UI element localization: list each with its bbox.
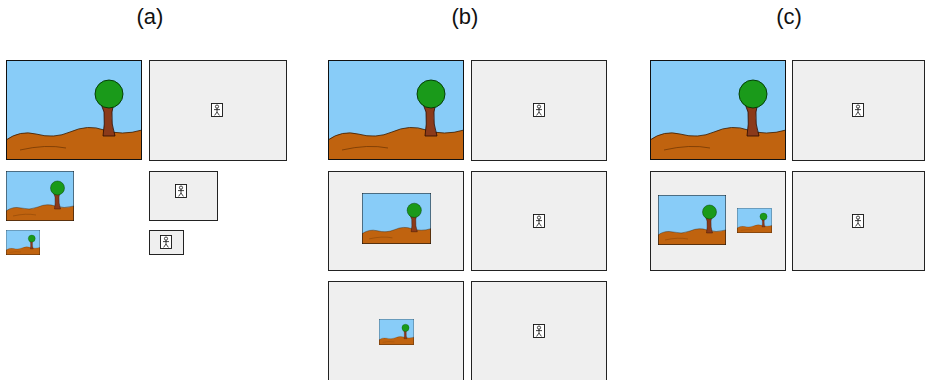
- grey-frame: [472, 172, 607, 271]
- landscape-image: [6, 230, 40, 255]
- panel-label: (c): [776, 6, 802, 28]
- grey-frame: [651, 172, 786, 271]
- panel-b: [328, 60, 607, 380]
- person-icon: [176, 185, 187, 198]
- grey-frame: [150, 172, 218, 221]
- landscape-image: [6, 171, 74, 221]
- person-icon: [853, 215, 864, 228]
- person-icon: [534, 215, 545, 228]
- panel-label: (b): [452, 6, 479, 28]
- panel-a: [6, 60, 287, 255]
- grey-frame: [150, 231, 184, 255]
- grey-frame: [329, 282, 464, 380]
- person-icon: [212, 104, 223, 117]
- landscape-image: [650, 60, 786, 160]
- landscape-image: [328, 60, 464, 160]
- landscape-image: [737, 208, 772, 233]
- landscape-image: [379, 319, 414, 345]
- person-icon: [161, 236, 172, 249]
- panel-c: [650, 60, 925, 271]
- panel-label: (a): [137, 6, 164, 28]
- grey-frame: [329, 172, 464, 271]
- landscape-image: [362, 193, 431, 244]
- grey-frame: [472, 282, 607, 380]
- grey-frame: [150, 61, 287, 161]
- landscape-image: [658, 195, 726, 245]
- person-icon: [534, 104, 545, 117]
- person-icon: [534, 325, 545, 338]
- grey-frame: [472, 61, 607, 161]
- grey-frame: [793, 172, 925, 271]
- grey-frame: [793, 61, 925, 161]
- landscape-image: [6, 60, 142, 160]
- person-icon: [853, 104, 864, 117]
